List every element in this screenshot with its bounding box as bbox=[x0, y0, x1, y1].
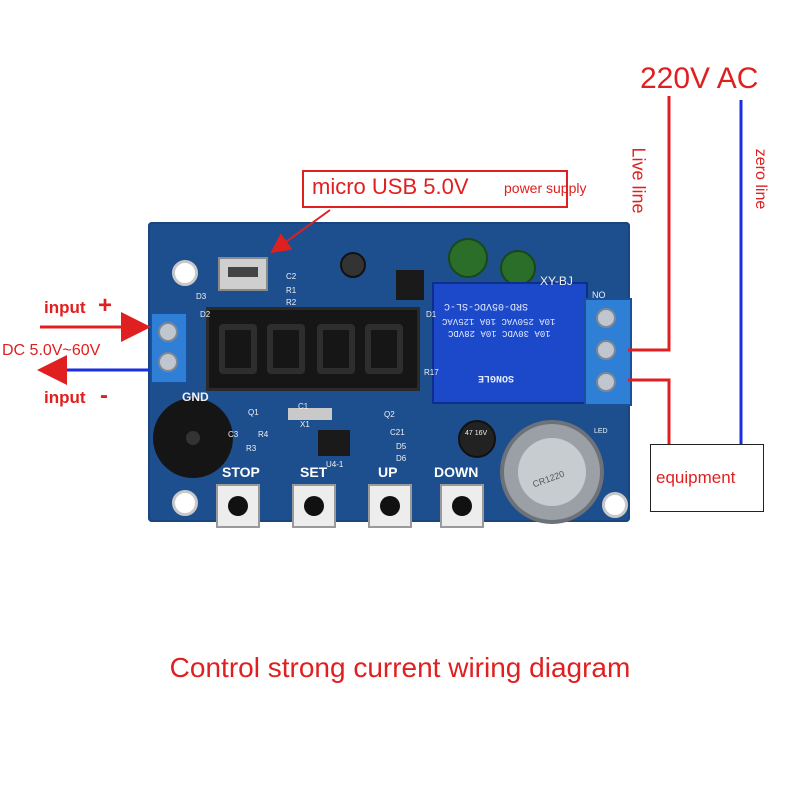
button-label-stop: STOP bbox=[222, 464, 260, 480]
zero-line-label: zero line bbox=[752, 148, 770, 210]
usb-callout-arrow bbox=[270, 209, 331, 254]
micro-usb-port bbox=[218, 257, 268, 291]
silk-r4: R4 bbox=[258, 430, 269, 439]
live-line-wire bbox=[628, 96, 671, 352]
diagram-caption: Control strong current wiring diagram bbox=[169, 652, 631, 683]
input-plus-sign: + bbox=[98, 292, 113, 319]
ac-title: 220V AC bbox=[640, 62, 759, 95]
screw-icon bbox=[596, 340, 616, 360]
input-minus-label: input bbox=[44, 388, 86, 407]
silk-x1: X1 bbox=[300, 420, 310, 429]
digit bbox=[267, 324, 305, 374]
equipment-label: equipment bbox=[656, 468, 736, 487]
input-plus-label: input bbox=[44, 298, 86, 317]
silk-c1: C1 bbox=[298, 402, 309, 411]
screw-icon bbox=[158, 322, 178, 342]
gnd-label: GND bbox=[182, 390, 209, 404]
up-button[interactable] bbox=[368, 484, 412, 528]
cap-text: 47 16V bbox=[465, 430, 488, 437]
digit bbox=[365, 324, 403, 374]
button-label-down: DOWN bbox=[434, 464, 479, 480]
led-label: LED bbox=[594, 428, 608, 435]
capacitor-47uf bbox=[458, 420, 496, 458]
input-terminal-block bbox=[150, 312, 188, 384]
crystal bbox=[288, 408, 332, 420]
seven-segment-display bbox=[206, 307, 420, 391]
silk-d5: D5 bbox=[396, 442, 407, 451]
usb-callout-box bbox=[302, 170, 568, 208]
silk-q1: Q1 bbox=[248, 408, 259, 417]
electrolytic-capacitor bbox=[448, 238, 488, 278]
mounting-hole bbox=[172, 260, 198, 286]
silk-r2: R2 bbox=[286, 298, 297, 307]
power-title-sub: power supply bbox=[504, 180, 587, 196]
set-button[interactable] bbox=[292, 484, 336, 528]
digit bbox=[219, 324, 257, 374]
no-label: NO bbox=[592, 290, 606, 300]
output-terminal-block bbox=[584, 298, 632, 406]
stop-button[interactable] bbox=[216, 484, 260, 528]
inductor bbox=[340, 252, 366, 278]
dc-range-label: DC 5.0V~60V bbox=[2, 342, 101, 359]
coin-battery bbox=[500, 420, 604, 524]
silk-d2: D2 bbox=[200, 310, 211, 319]
screw-icon bbox=[158, 352, 178, 372]
silk-c2: C2 bbox=[286, 272, 297, 281]
power-title-main: micro USB 5.0V bbox=[312, 174, 469, 199]
button-label-up: UP bbox=[378, 464, 398, 480]
screw-icon bbox=[596, 308, 616, 328]
silk-q2: Q2 bbox=[384, 410, 395, 419]
mounting-hole bbox=[172, 490, 198, 516]
silk-r3: R3 bbox=[246, 444, 257, 453]
live-line-label: Live line bbox=[628, 147, 649, 214]
equipment-box bbox=[650, 444, 764, 512]
board-model: XY-BJ bbox=[540, 274, 573, 288]
input-minus-sign: - bbox=[100, 382, 108, 409]
silk-u4: U4-1 bbox=[326, 460, 344, 469]
relay-to-equipment-wire bbox=[628, 378, 671, 446]
ic-chip bbox=[396, 270, 424, 300]
silk-d3: D3 bbox=[196, 292, 207, 301]
silk-d6: D6 bbox=[396, 454, 407, 463]
silk-d1: D1 bbox=[426, 310, 437, 319]
ic-chip bbox=[318, 430, 350, 456]
buzzer bbox=[153, 398, 233, 478]
button-label-set: SET bbox=[300, 464, 328, 480]
mounting-hole bbox=[602, 492, 628, 518]
silk-c21: C21 bbox=[390, 428, 405, 437]
silk-c3: C3 bbox=[228, 430, 239, 439]
electrolytic-capacitor bbox=[500, 250, 536, 286]
relay bbox=[432, 282, 588, 404]
screw-icon bbox=[596, 372, 616, 392]
silk-r1: R1 bbox=[286, 286, 297, 295]
digit bbox=[317, 324, 355, 374]
silk-r17: R17 bbox=[424, 368, 439, 377]
down-button[interactable] bbox=[440, 484, 484, 528]
